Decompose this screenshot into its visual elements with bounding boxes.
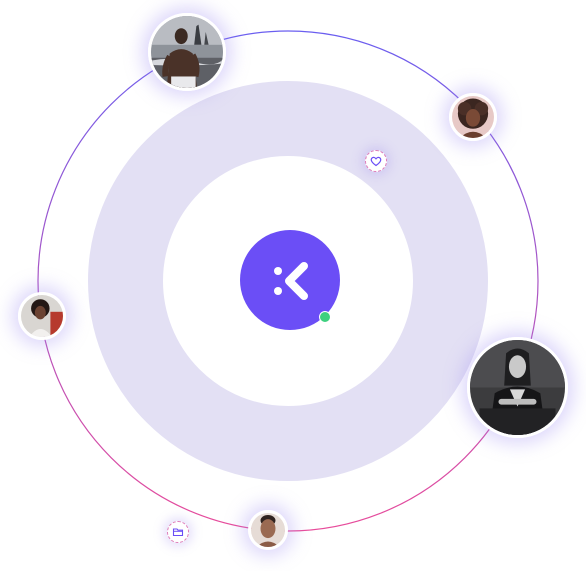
lavender-ring [88,81,488,481]
avatar-beach-man[interactable] [148,13,226,91]
folder-icon [172,528,184,537]
folder-badge[interactable] [167,521,189,543]
avatar-bottom-man[interactable] [248,510,288,550]
bw-woman-photo [470,340,565,435]
avatar-left-woman[interactable] [18,292,66,340]
avatar-curly-woman[interactable] [449,93,497,141]
online-status-dot [319,311,331,323]
curly-woman-photo [452,96,494,138]
avatar-bw-woman[interactable] [467,337,568,438]
heart-icon [370,156,382,167]
heart-badge[interactable] [365,150,387,172]
outer-orbit-ring [37,30,539,532]
bottom-man-photo [251,513,285,547]
beach-man-photo [151,16,223,88]
brand-logo-icon [274,262,308,300]
left-woman-photo [21,295,63,337]
